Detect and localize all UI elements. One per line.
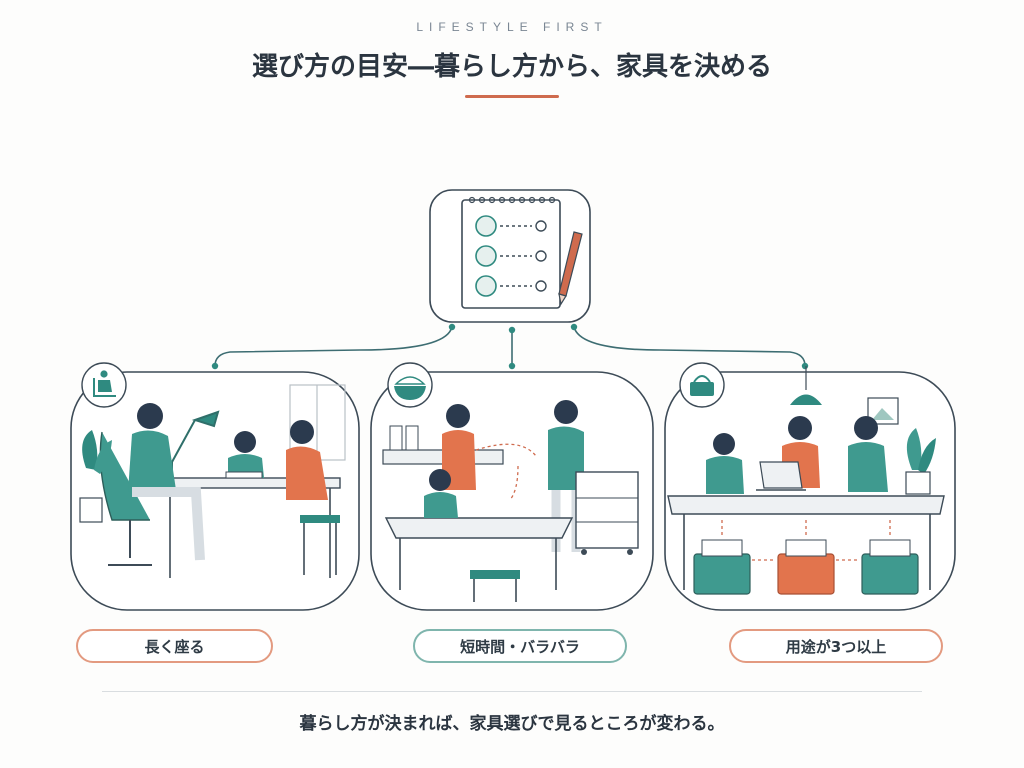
person-adult-writing: [848, 416, 888, 492]
checklist-card: [429, 189, 591, 323]
connector-lines: [214, 326, 806, 367]
scene-label-multi-use: 用途が3つ以上: [729, 629, 943, 663]
person-adult-sitting: [128, 403, 205, 561]
houseplant: [905, 428, 936, 495]
person-adult-orange: [286, 420, 328, 500]
kitchen-wagon: [575, 471, 639, 555]
storage-bins: [693, 539, 919, 595]
scene-label-long-sitting: 長く座る: [76, 629, 273, 663]
page-title: 選び方の目安―暮らし方から、家具を決める: [251, 52, 772, 82]
scene-panel-long-sitting: [70, 371, 360, 611]
pendant-light: [790, 366, 822, 405]
laptop: [756, 461, 806, 491]
person-cooking: [442, 404, 476, 490]
scene-label-short-time: 短時間・バラバラ: [413, 629, 627, 663]
title-underline: [465, 95, 559, 98]
person-child-eating: [424, 469, 458, 518]
person-child-drawing: [706, 433, 744, 494]
chair-icon: [81, 362, 127, 408]
work-table: [667, 495, 945, 590]
rice-bowl-icon: [387, 362, 433, 408]
side-chair: [300, 515, 340, 575]
storage-box-icon: [679, 362, 725, 408]
scene-panel-multi-use: [664, 366, 956, 611]
eyebrow-label: LIFESTYLE FIRST: [416, 20, 608, 34]
person-child-studying: [225, 431, 264, 479]
potted-plant: [79, 430, 112, 523]
dining-chair: [470, 570, 520, 602]
office-chair: [99, 431, 152, 566]
footer-divider: [102, 691, 922, 692]
dining-table: [384, 517, 574, 590]
checklist-notepad-icon: [461, 196, 561, 309]
footer-caption: 暮らし方が決まれば、家具選びで見るところが変わる。: [299, 714, 725, 734]
pencil-icon: [558, 231, 583, 306]
scene-panel-short-time: [370, 371, 654, 611]
desk-lamp: [171, 410, 220, 478]
